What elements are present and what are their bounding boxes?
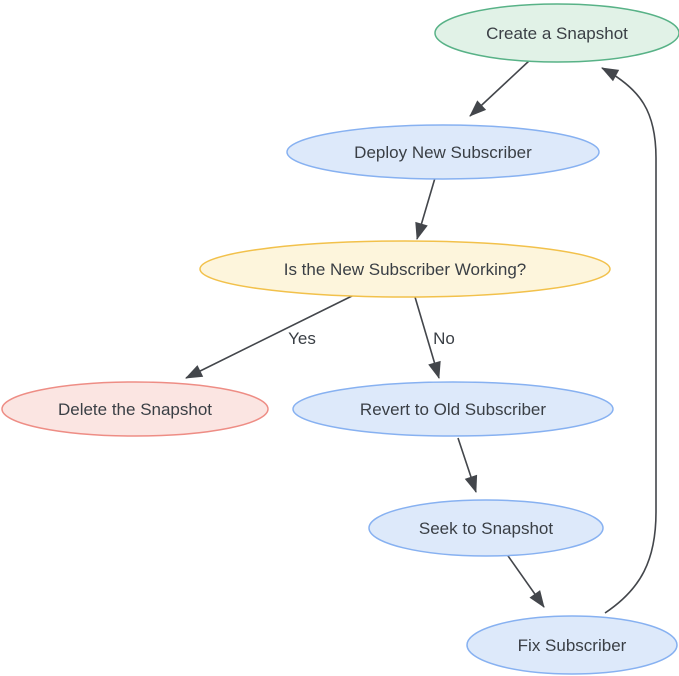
node-fix-subscriber-label: Fix Subscriber (518, 636, 627, 655)
node-create-snapshot-shape (434, 3, 679, 63)
edge-working-to-delete-yes (185, 294, 355, 379)
node-is-new-subscriber-working-label: Is the New Subscriber Working? (284, 260, 527, 279)
node-deploy-new-subscriber-shape (286, 124, 600, 180)
node-is-new-subscriber-working: Is the New Subscriber Working? (199, 240, 611, 298)
node-delete-the-snapshot: Delete the Snapshot (1, 381, 269, 437)
node-create-snapshot-label: Create a Snapshot (486, 24, 628, 43)
edge-revert-to-seek (457, 437, 478, 493)
node-fix-subscriber: Fix Subscriber (466, 615, 678, 675)
edge-label-no: No (433, 329, 455, 348)
edge-create-to-deploy (469, 59, 531, 117)
edge-deploy-to-working (415, 177, 436, 240)
node-seek-to-snapshot-shape (368, 499, 604, 557)
node-delete-the-snapshot-shape (1, 381, 269, 437)
nodes-layer: Create a Snapshot Deploy New Subscriber … (1, 3, 679, 675)
node-seek-to-snapshot-label: Seek to Snapshot (419, 519, 553, 538)
node-deploy-new-subscriber: Deploy New Subscriber (286, 124, 600, 180)
edges-layer: Yes No (185, 59, 657, 614)
node-is-new-subscriber-working-shape (199, 240, 611, 298)
edge-fix-to-create-return (601, 67, 657, 614)
node-create-snapshot: Create a Snapshot (434, 3, 679, 63)
node-revert-to-old-subscriber-shape (292, 381, 614, 437)
node-delete-the-snapshot-label: Delete the Snapshot (58, 400, 212, 419)
node-seek-to-snapshot: Seek to Snapshot (368, 499, 604, 557)
edge-seek-to-fix (505, 552, 545, 608)
edge-label-yes: Yes (288, 329, 316, 348)
edge-working-to-revert-no (414, 296, 441, 379)
node-revert-to-old-subscriber: Revert to Old Subscriber (292, 381, 614, 437)
node-deploy-new-subscriber-label: Deploy New Subscriber (354, 143, 532, 162)
node-revert-to-old-subscriber-label: Revert to Old Subscriber (360, 400, 546, 419)
node-fix-subscriber-shape (466, 615, 678, 675)
